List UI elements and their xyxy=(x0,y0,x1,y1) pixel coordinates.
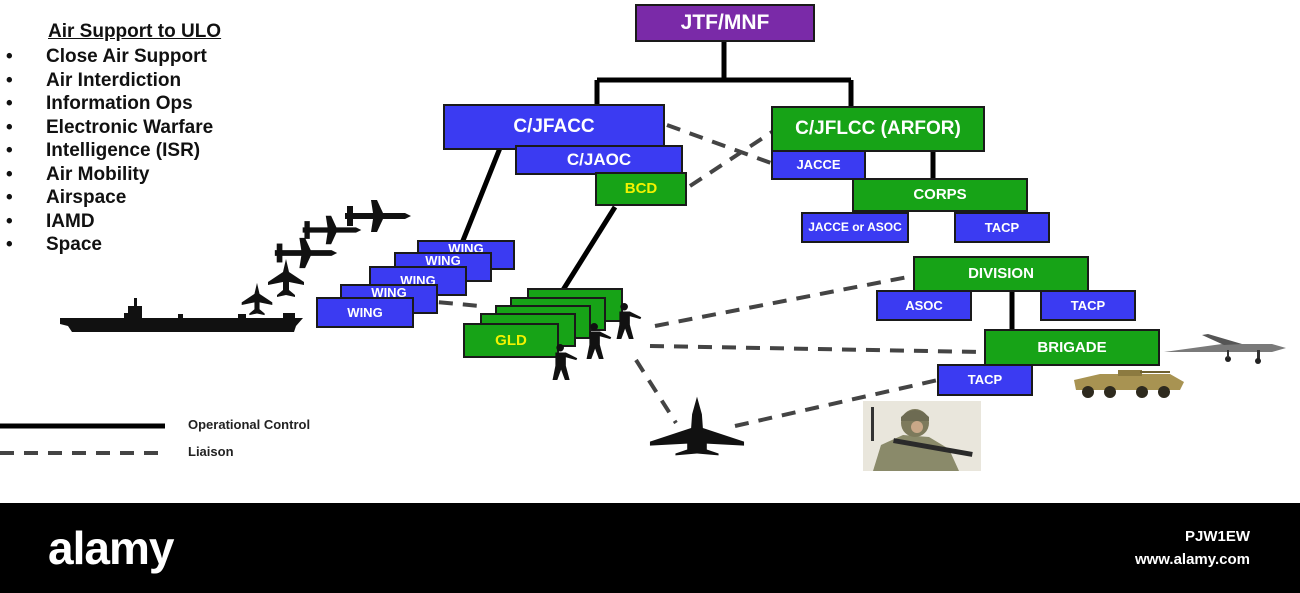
soldier-icon xyxy=(616,302,642,340)
list-item: •Air Interdiction xyxy=(6,69,182,91)
footer-bar: alamy PJW1EW www.alamy.com xyxy=(0,503,1300,593)
fighter-jet-icon xyxy=(649,396,745,456)
list-item: •Information Ops xyxy=(6,93,193,114)
soldier-icon xyxy=(586,322,612,360)
list-item: •Airspace xyxy=(6,187,127,208)
legend-operational-control: Operational Control xyxy=(188,417,311,432)
operational-control-lines xyxy=(0,42,1015,429)
node-bcd: BCD xyxy=(595,172,687,206)
node-jacce: JACCE xyxy=(771,150,866,180)
node-wing: WING xyxy=(316,297,414,328)
fighter-jet-icon xyxy=(268,259,304,297)
list-item: •Air Mobility xyxy=(6,163,150,185)
list-item: •Space xyxy=(6,234,102,255)
transport-aircraft-icon xyxy=(302,215,362,245)
node-corps: CORPS xyxy=(852,178,1028,212)
transport-aircraft-icon xyxy=(274,237,338,269)
footer-image-id: PJW1EW xyxy=(1184,528,1250,545)
page-title: Air Support to ULO xyxy=(48,21,222,42)
drone-icon xyxy=(1164,334,1286,364)
fighter-jet-icon xyxy=(241,282,273,316)
diagram-canvas: Air Support to ULO •Close Air Support •A… xyxy=(0,4,1286,471)
aircraft-carrier-icon xyxy=(60,298,303,332)
mission-list: •Close Air Support •Air Interdiction •In… xyxy=(6,45,213,257)
soldier-photo-icon xyxy=(863,401,981,471)
node-tacp-corps: TACP xyxy=(954,212,1050,243)
list-item: •IAMD xyxy=(6,210,95,232)
soldier-icon xyxy=(552,343,578,381)
armored-vehicle-icon xyxy=(1074,370,1184,398)
list-item: •Close Air Support xyxy=(6,46,207,67)
transport-aircraft-icon xyxy=(345,200,411,232)
node-tacp-brigade: TACP xyxy=(937,364,1033,396)
legend-liaison: Liaison xyxy=(188,444,234,459)
footer-url: www.alamy.com xyxy=(1134,551,1250,568)
node-tacp-division: TACP xyxy=(1040,290,1136,321)
node-jacce-or-asoc: JACCE or ASOC xyxy=(801,212,909,243)
node-jtf-mnf: JTF/MNF xyxy=(635,4,815,42)
node-c-jaoc: C/JAOC xyxy=(515,145,683,175)
list-item: •Electronic Warfare xyxy=(6,116,214,138)
connector-lines xyxy=(0,42,1015,455)
node-asoc: ASOC xyxy=(876,290,972,321)
node-gld: GLD xyxy=(463,323,559,358)
node-c-jfacc: C/JFACC xyxy=(443,104,665,150)
node-brigade: BRIGADE xyxy=(984,329,1160,366)
footer-logo: alamy xyxy=(48,522,174,574)
node-division: DIVISION xyxy=(913,256,1089,292)
list-item: •Intelligence (ISR) xyxy=(6,140,201,161)
node-c-jflcc-arfor: C/JFLCC (ARFOR) xyxy=(771,106,985,152)
